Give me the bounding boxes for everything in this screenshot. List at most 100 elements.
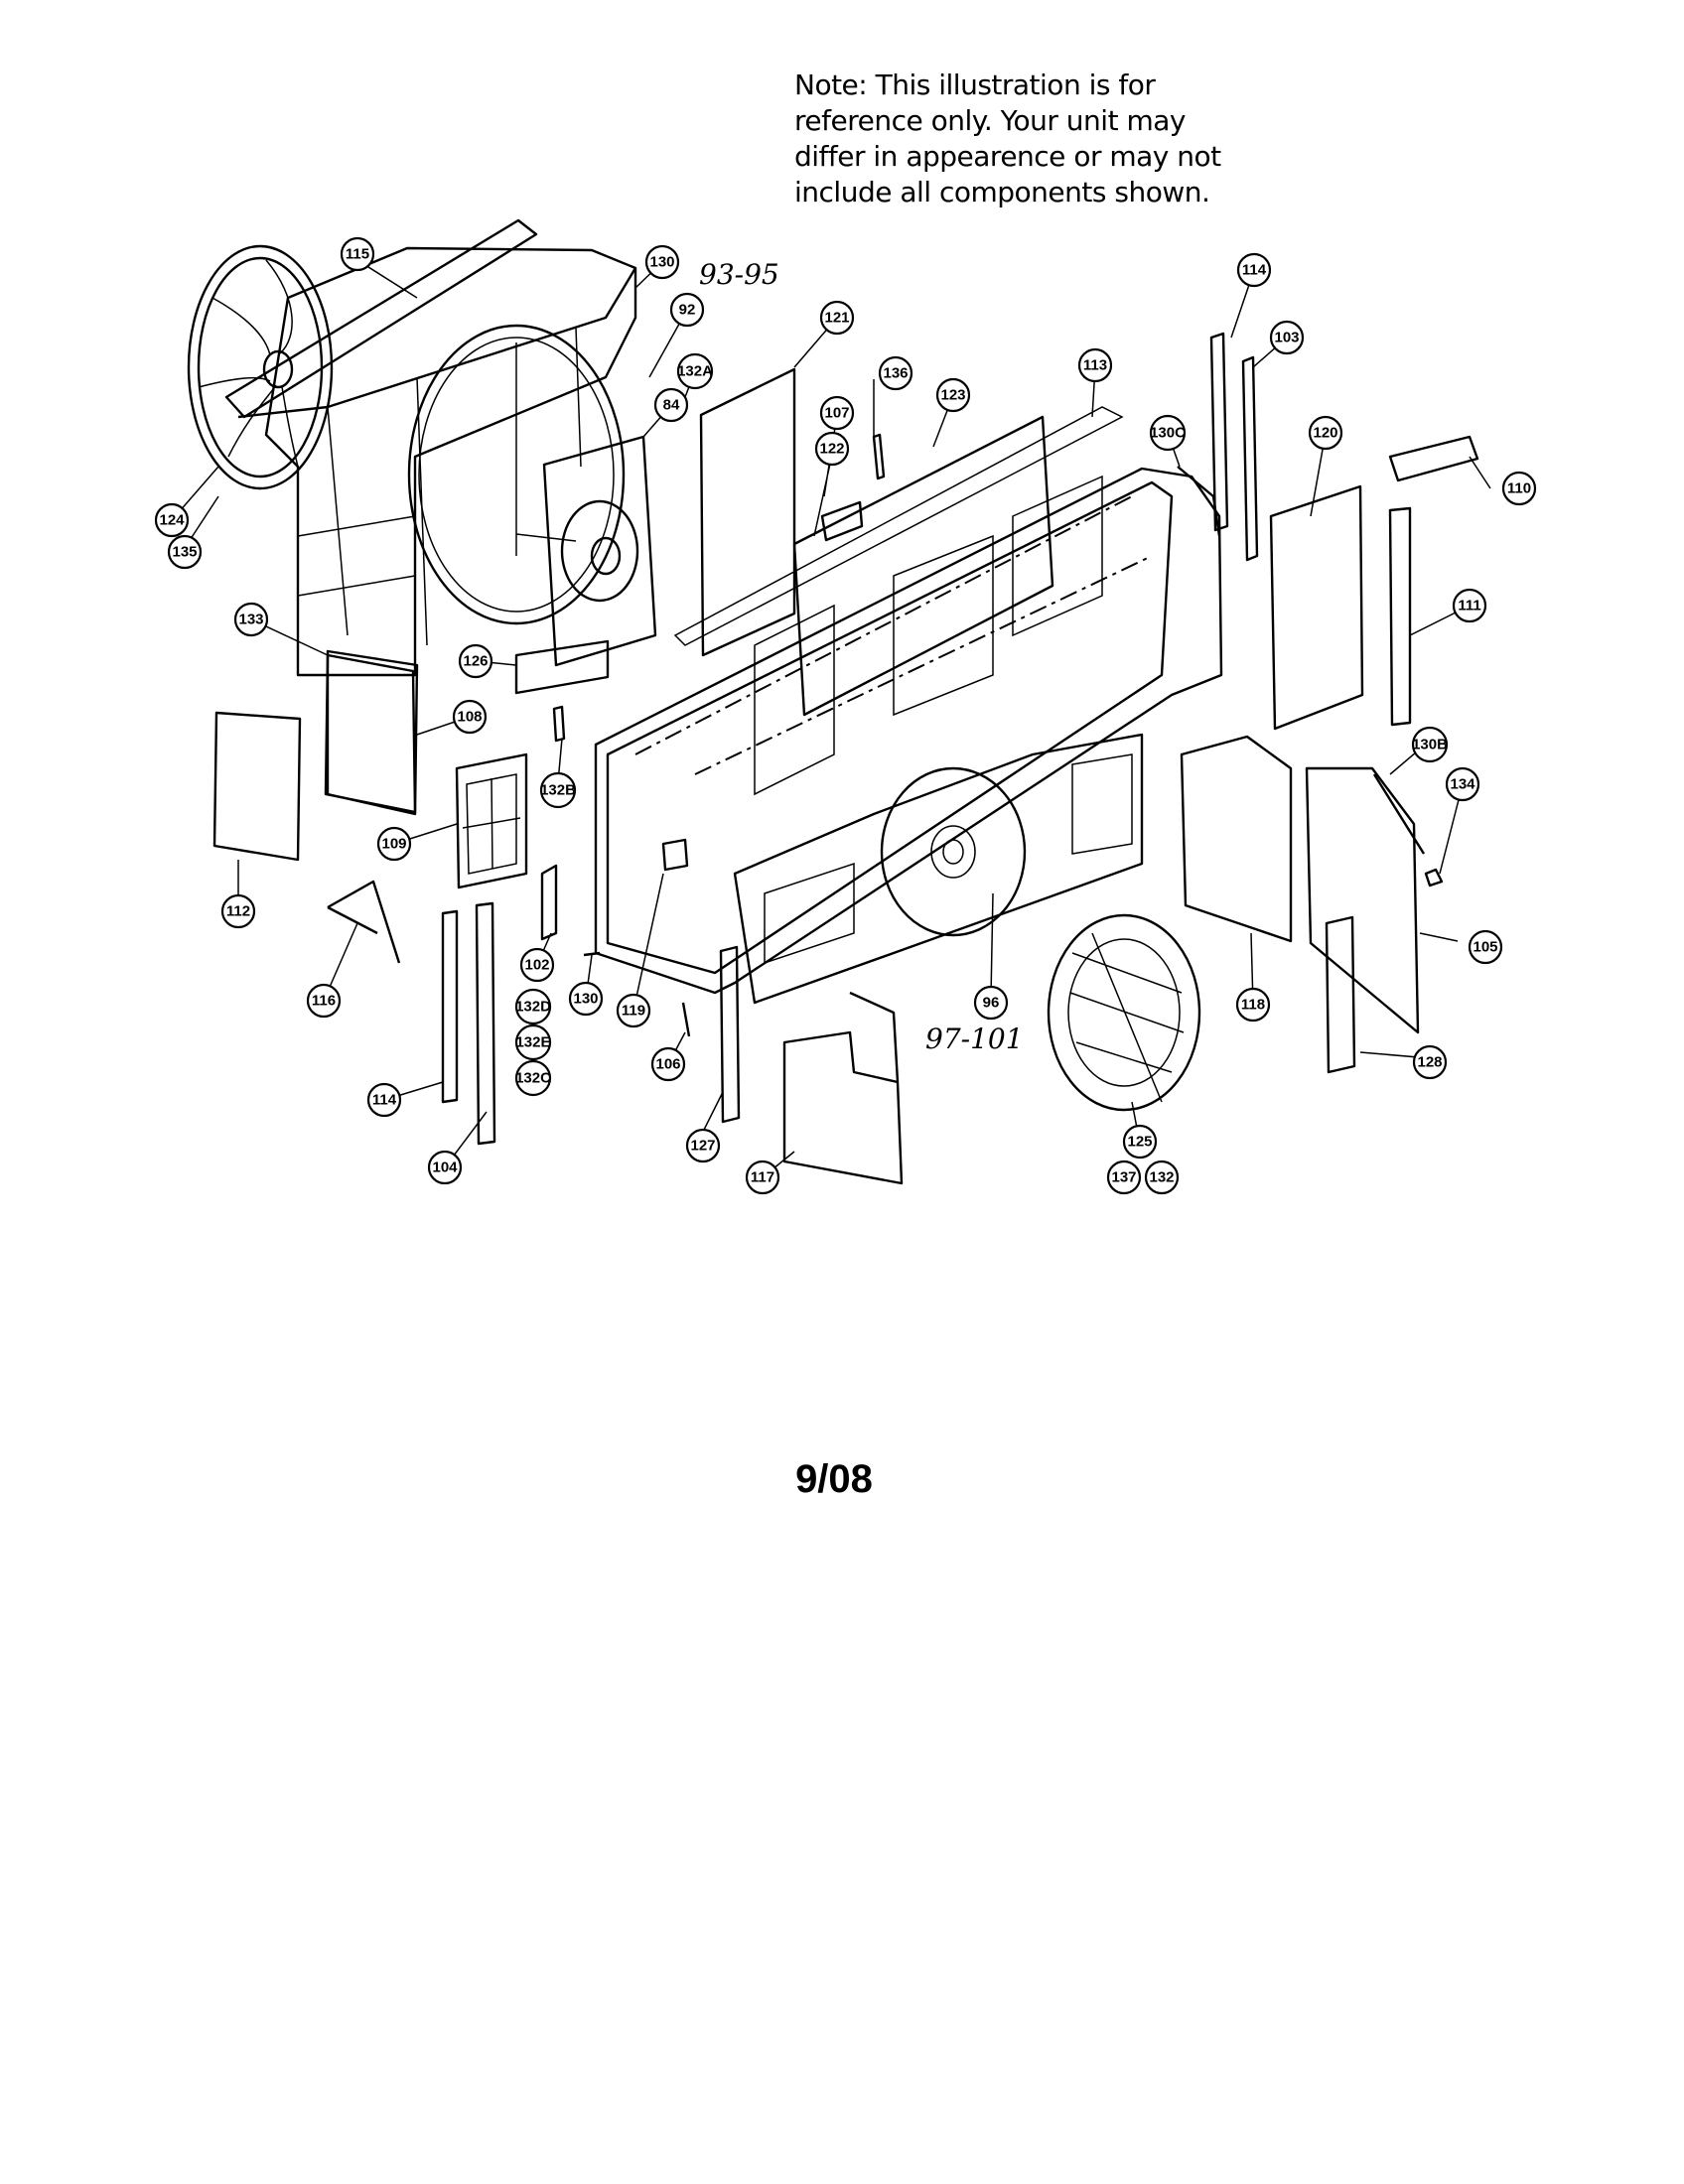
callout-label: 107 bbox=[824, 405, 849, 422]
callout-112: 112 bbox=[220, 893, 256, 929]
callout-119: 119 bbox=[616, 993, 651, 1028]
callout-circle bbox=[745, 1160, 780, 1195]
callout-130b: 130B bbox=[1411, 726, 1449, 763]
callout-circle bbox=[676, 352, 714, 390]
panel-121 bbox=[699, 367, 796, 657]
strip-104 bbox=[475, 901, 496, 1146]
callout-label: 127 bbox=[690, 1138, 715, 1155]
callout-circle bbox=[685, 1128, 721, 1163]
callout-label: 136 bbox=[883, 365, 908, 382]
callout-circle bbox=[306, 983, 342, 1019]
callout-circle bbox=[514, 1024, 552, 1061]
callout-circle bbox=[376, 826, 412, 862]
callout-108: 108 bbox=[452, 699, 488, 735]
callout-circle bbox=[233, 602, 269, 637]
callout-102: 102 bbox=[519, 947, 555, 983]
callout-circle bbox=[935, 377, 971, 413]
leader-lines bbox=[171, 259, 1491, 1178]
callout-label: 133 bbox=[238, 612, 263, 628]
callout-label: 125 bbox=[1127, 1134, 1152, 1151]
callout-circle bbox=[878, 355, 913, 391]
callout-111: 111 bbox=[1452, 588, 1487, 623]
callout-circle bbox=[452, 699, 488, 735]
callout-label: 117 bbox=[751, 1169, 774, 1186]
callout-135: 135 bbox=[167, 534, 203, 570]
callout-107: 107 bbox=[819, 395, 855, 431]
callout-circle bbox=[1144, 1160, 1180, 1195]
filter-112 bbox=[212, 711, 302, 862]
callout-120: 120 bbox=[1308, 415, 1343, 451]
callout-132a: 132A bbox=[676, 352, 714, 390]
callout-label: 122 bbox=[819, 441, 844, 458]
callout-label: 130 bbox=[573, 991, 598, 1008]
handwritten-range-b: 97-101 bbox=[925, 1023, 1024, 1055]
lower-front-parts bbox=[719, 945, 904, 1185]
callout-circle bbox=[427, 1150, 463, 1185]
callout-label: 118 bbox=[1241, 997, 1265, 1014]
callout-117: 117 bbox=[745, 1160, 780, 1195]
part-102 bbox=[540, 864, 558, 941]
callout-circle bbox=[366, 1082, 402, 1118]
left-panels bbox=[212, 367, 796, 1146]
callout-136: 136 bbox=[878, 355, 913, 391]
callout-circle bbox=[650, 1046, 686, 1082]
callout-label: 113 bbox=[1083, 357, 1107, 374]
callout-122: 122 bbox=[814, 431, 850, 467]
callout-label: 119 bbox=[622, 1003, 645, 1020]
callout-133: 133 bbox=[233, 602, 269, 637]
callout-121: 121 bbox=[819, 300, 855, 336]
callout-132d: 132D bbox=[514, 988, 552, 1025]
revision-date: 9/08 bbox=[795, 1457, 873, 1501]
callout-circle bbox=[1235, 987, 1271, 1023]
callout-label: 124 bbox=[159, 512, 185, 529]
callout-label: 123 bbox=[940, 387, 965, 404]
grille-109 bbox=[455, 752, 528, 889]
callout-circle bbox=[220, 893, 256, 929]
right-panels bbox=[1180, 332, 1479, 1074]
callout-circle bbox=[568, 981, 604, 1017]
note-line-2: reference only. Your unit may bbox=[794, 104, 1186, 137]
callout-123: 123 bbox=[935, 377, 971, 413]
callout-circle bbox=[1445, 766, 1480, 802]
callout-137: 137 bbox=[1106, 1160, 1142, 1195]
callout-label: 110 bbox=[1507, 480, 1531, 497]
note-line-3: differ in appearence or may not bbox=[794, 140, 1221, 173]
callout-circle bbox=[1468, 929, 1503, 965]
callout-118: 118 bbox=[1235, 987, 1271, 1023]
small-hardware bbox=[552, 433, 1221, 1037]
callout-104: 104 bbox=[427, 1150, 463, 1185]
callout-113: 113 bbox=[1077, 347, 1113, 383]
callout-circle bbox=[1452, 588, 1487, 623]
callout-127: 127 bbox=[685, 1128, 721, 1163]
callout-105: 105 bbox=[1468, 929, 1503, 965]
callout-128: 128 bbox=[1412, 1044, 1448, 1080]
callout-label: 128 bbox=[1417, 1054, 1442, 1071]
callout-label: 102 bbox=[524, 957, 549, 974]
callout-130: 130 bbox=[568, 981, 604, 1017]
callout-circle bbox=[514, 1059, 552, 1097]
callout-134: 134 bbox=[1445, 766, 1480, 802]
callout-109: 109 bbox=[376, 826, 412, 862]
callout-label: 135 bbox=[172, 544, 197, 561]
handwritten-range-a: 93-95 bbox=[699, 258, 779, 291]
reference-note: Note: This illustration is for reference… bbox=[794, 68, 1251, 210]
callout-circle bbox=[1308, 415, 1343, 451]
callout-label: 108 bbox=[457, 709, 482, 726]
callout-circle bbox=[819, 300, 855, 336]
callout-label: 109 bbox=[381, 836, 406, 853]
callout-92: 92 bbox=[669, 292, 705, 328]
callout-label: 130C bbox=[1150, 425, 1186, 442]
callout-label: 132 bbox=[1149, 1169, 1174, 1186]
callout-132c: 132C bbox=[514, 1059, 552, 1097]
callout-label: 112 bbox=[226, 903, 250, 920]
strip-114-left bbox=[441, 909, 459, 1104]
callout-125: 125 bbox=[1122, 1124, 1158, 1160]
callout-126: 126 bbox=[458, 643, 493, 679]
callout-label: 132E bbox=[515, 1034, 550, 1051]
panel-123 bbox=[792, 415, 1054, 717]
callout-label: 103 bbox=[1274, 330, 1299, 346]
callout-132b: 132B bbox=[539, 771, 577, 809]
callout-label: 137 bbox=[1111, 1169, 1136, 1186]
